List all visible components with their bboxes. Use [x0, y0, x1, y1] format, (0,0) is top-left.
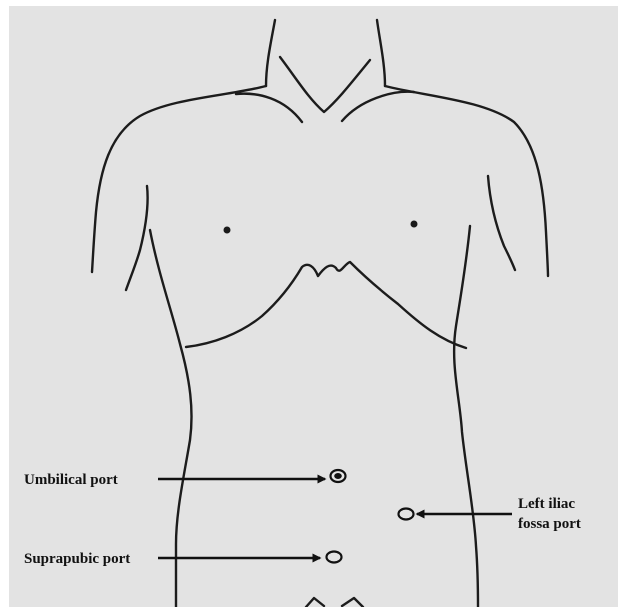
umbilical-port-label: Umbilical port — [24, 472, 118, 488]
right-nipple — [411, 221, 418, 228]
left-iliac-fossa-port-label-line-2: fossa port — [518, 516, 581, 532]
left-nipple — [224, 227, 231, 234]
suprapubic-port-label: Suprapubic port — [24, 551, 130, 567]
left-iliac-fossa-port-label-line-1: Left iliac — [518, 496, 575, 512]
